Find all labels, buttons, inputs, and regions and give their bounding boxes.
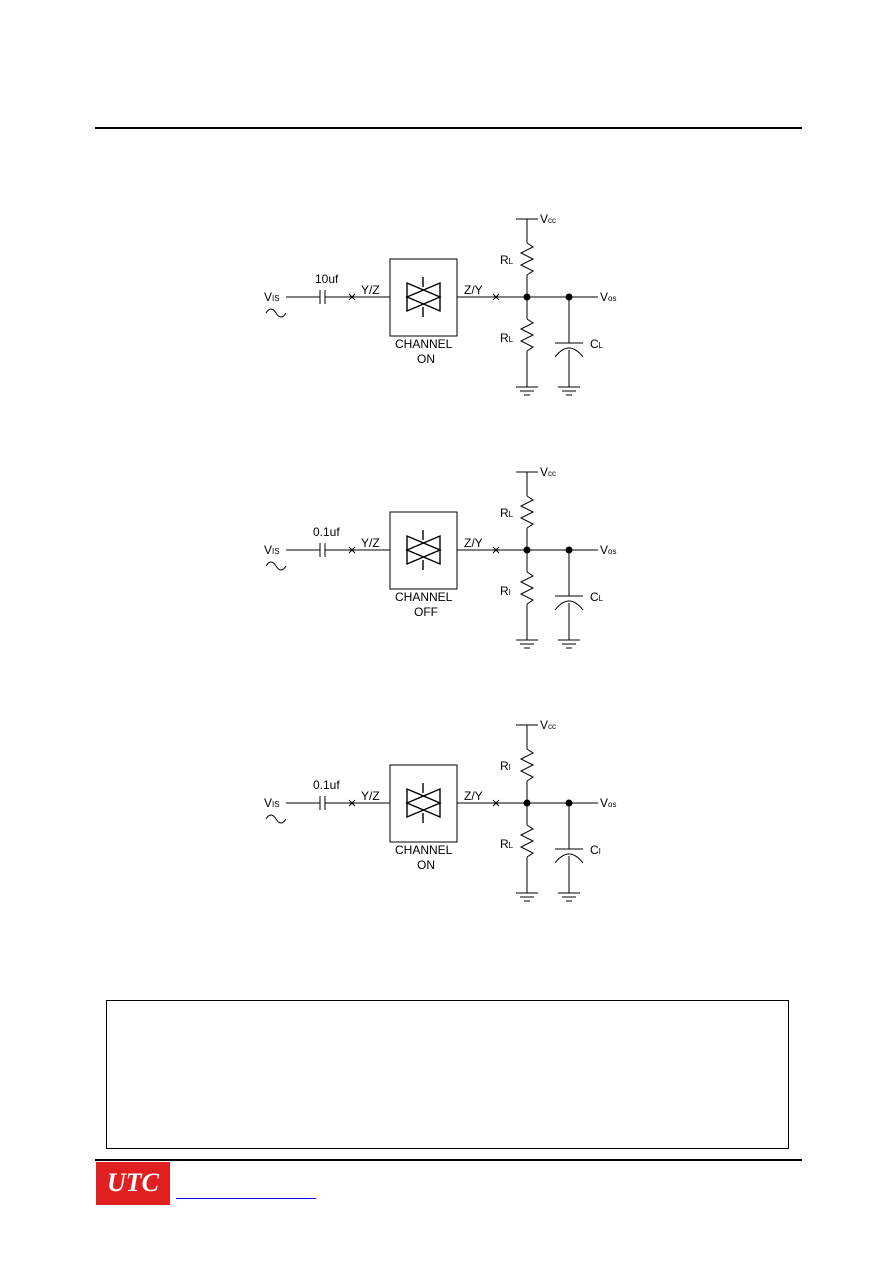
bilateral-switch-icon — [405, 277, 442, 317]
r-top-label: RL — [500, 253, 514, 267]
vcc-label: Vcc — [540, 465, 556, 479]
state-label-line2: ON — [417, 858, 435, 872]
c-load-label: CL — [590, 590, 604, 604]
state-label-line1: CHANNEL — [395, 843, 453, 857]
input-label: VIS — [264, 796, 280, 810]
load-cap-plate-bottom — [554, 347, 584, 358]
resistor-bottom — [519, 571, 535, 605]
out-port-label: Z/Y — [464, 789, 483, 803]
cap-value-label: 0.1uf — [313, 778, 340, 792]
junction-node-1 — [523, 293, 531, 301]
c-load-label: CI — [590, 843, 601, 857]
resistor-bottom — [519, 318, 535, 352]
in-port-label: Y/Z — [361, 283, 380, 297]
vcc-label: Vcc — [540, 718, 556, 732]
cap-value-label: 10uf — [315, 272, 339, 286]
logo-text: UTC — [107, 1168, 160, 1197]
resistor-top — [519, 495, 535, 529]
state-label-line2: OFF — [414, 605, 438, 619]
vcc-label: Vcc — [540, 212, 556, 226]
resistor-top — [519, 242, 535, 276]
switch-box — [389, 764, 458, 843]
out-port-label: Z/Y — [464, 536, 483, 550]
junction-node-2 — [565, 293, 573, 301]
output-label: Vos — [600, 543, 616, 557]
test-circuit-2: 0.1uf VIS Y/Z Z/Y CHANNEL OFF Vcc Vos RL… — [250, 460, 650, 660]
input-label: VIS — [264, 543, 280, 557]
test-circuit-1: 10uf VIS Y/Z Z/Y CHANNEL ON Vcc Vos RL R… — [250, 207, 650, 407]
switch-box — [389, 258, 458, 337]
input-label: VIS — [264, 290, 280, 304]
output-label: Vos — [600, 796, 616, 810]
output-label: Vos — [600, 290, 616, 304]
out-port-label: Z/Y — [464, 283, 483, 297]
test-circuit-3: 0.1uf VIS Y/Z Z/Y CHANNEL ON Vcc Vos RI … — [250, 713, 650, 913]
cap-value-label: 0.1uf — [313, 525, 340, 539]
state-label-line2: ON — [417, 352, 435, 366]
bilateral-switch-icon — [405, 783, 442, 823]
r-bottom-label: RL — [500, 837, 514, 851]
switch-box — [389, 511, 458, 590]
in-port-label: Y/Z — [361, 536, 380, 550]
resistor-bottom — [519, 824, 535, 858]
r-bottom-label: RI — [500, 584, 511, 598]
ac-source-icon — [265, 308, 287, 318]
utc-logo: UTC — [96, 1162, 170, 1205]
r-top-label: RL — [500, 506, 514, 520]
state-label-line1: CHANNEL — [395, 590, 453, 604]
website-link[interactable] — [176, 1186, 316, 1199]
state-label-line1: CHANNEL — [395, 337, 453, 351]
c-load-label: CL — [590, 337, 604, 351]
bilateral-switch-icon — [405, 530, 442, 570]
ac-source-icon — [265, 561, 287, 571]
notice-box — [106, 1000, 789, 1149]
in-port-label: Y/Z — [361, 789, 380, 803]
resistor-top — [519, 748, 535, 782]
ac-source-icon — [265, 814, 287, 824]
r-top-label: RI — [500, 759, 511, 773]
footer-rule — [95, 1159, 802, 1161]
r-bottom-label: RL — [500, 331, 514, 345]
header-rule — [95, 127, 802, 129]
